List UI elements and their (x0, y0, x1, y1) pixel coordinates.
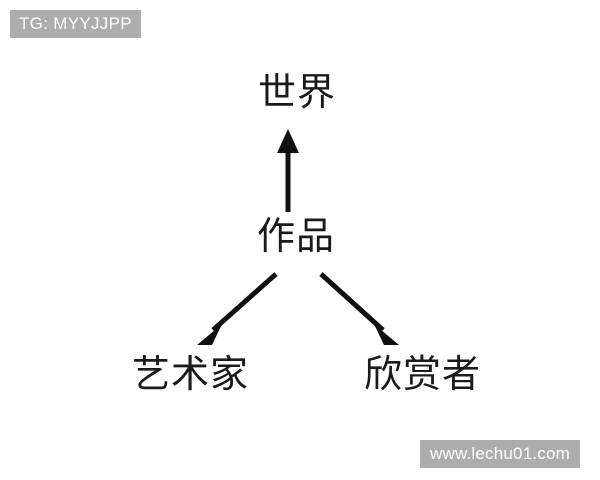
edge-artwork-to-viewer (319, 272, 399, 345)
node-artwork: 作品 (257, 214, 336, 258)
edge-artwork-to-viewer-shaft (319, 272, 385, 332)
node-world: 世界 (258, 70, 337, 114)
edge-artwork-to-world-arrowhead (277, 129, 299, 153)
edge-artwork-to-artist-shaft (211, 272, 278, 332)
edge-artwork-to-world (277, 129, 299, 212)
node-viewer: 欣赏者 (364, 352, 482, 396)
edge-artwork-to-artist (197, 272, 278, 345)
watermark-badge: www.lechu01.com (420, 440, 581, 468)
edge-artwork-to-artist-arrowhead (197, 324, 222, 345)
edge-artwork-to-viewer-arrowhead (374, 324, 399, 345)
node-artist: 艺术家 (132, 352, 250, 396)
source-tag-badge: TG: MYYJJPP (10, 10, 141, 38)
